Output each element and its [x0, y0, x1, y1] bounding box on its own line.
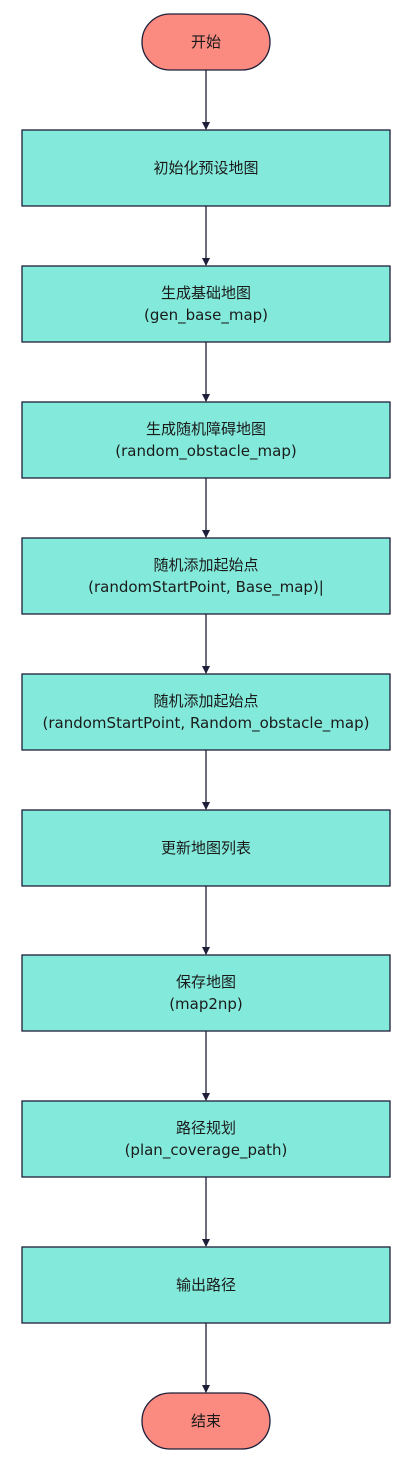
process-box [21, 954, 391, 1032]
node-label-line: 保存地图 [176, 973, 236, 991]
process-box [21, 537, 391, 615]
node-add-start-obstacle: 随机添加起始点 (randomStartPoint, Random_obstacl… [21, 673, 391, 751]
node-init-preset-map: 初始化预设地图 [21, 129, 391, 207]
node-label-line: 随机添加起始点 [153, 692, 258, 710]
node-label-line: 生成基础地图 [161, 284, 251, 302]
node-label-line: 路径规划 [176, 1119, 236, 1137]
node-label-line: 生成随机障碍地图 [146, 420, 266, 438]
node-output-path: 输出路径 [21, 1246, 391, 1324]
node-plan-path: 路径规划 (plan_coverage_path) [21, 1100, 391, 1178]
node-add-start-base: 随机添加起始点 (randomStartPoint, Base_map)| [21, 537, 391, 615]
terminal-shape [141, 13, 271, 71]
process-box [21, 673, 391, 751]
node-start: 开始 [141, 13, 271, 71]
node-save-map: 保存地图 (map2np) [21, 954, 391, 1032]
node-label-line: (gen_base_map) [144, 306, 268, 325]
process-box [21, 1100, 391, 1178]
node-label-line: (randomStartPoint, Random_obstacle_map) [43, 714, 370, 733]
process-box [21, 129, 391, 207]
node-label-line: 初始化预设地图 [153, 159, 258, 177]
terminal-shape [141, 1392, 271, 1450]
node-label-line: 输出路径 [176, 1276, 236, 1294]
process-box [21, 809, 391, 887]
node-label-line: (random_obstacle_map) [115, 442, 296, 461]
node-update-map-list: 更新地图列表 [21, 809, 391, 887]
node-label-line: (randomStartPoint, Base_map)| [88, 578, 324, 597]
node-label-line: (plan_coverage_path) [125, 1141, 288, 1160]
process-box [21, 1246, 391, 1324]
node-label-line: 开始 [191, 33, 221, 51]
node-gen-random-obstacle-map: 生成随机障碍地图 (random_obstacle_map) [21, 401, 391, 479]
node-gen-base-map: 生成基础地图 (gen_base_map) [21, 265, 391, 343]
node-label-line: 随机添加起始点 [153, 556, 258, 574]
node-label-line: 更新地图列表 [161, 839, 251, 857]
node-label-line: 结束 [191, 1412, 221, 1430]
node-end: 结束 [141, 1392, 271, 1450]
process-box [21, 401, 391, 479]
node-label-line: (map2np) [169, 995, 243, 1013]
process-box [21, 265, 391, 343]
